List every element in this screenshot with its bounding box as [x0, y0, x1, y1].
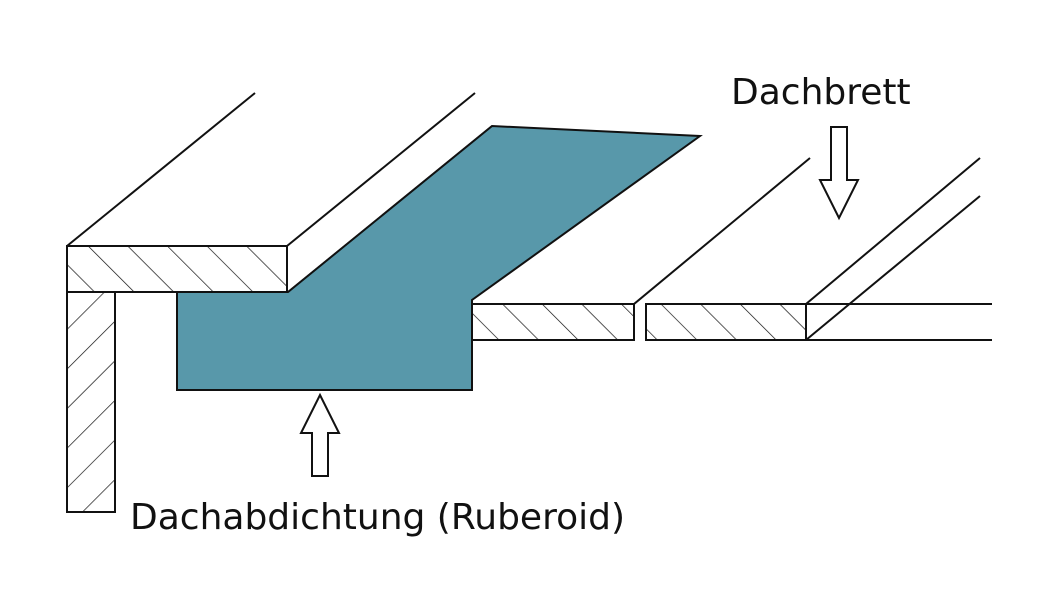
top-board-section: [66, 245, 288, 293]
board-strip-middle: [471, 157, 811, 341]
board-strip-right: [645, 157, 992, 341]
fascia-board: [66, 291, 116, 513]
roof-sealing-label: Dachabdichtung (Ruberoid): [130, 497, 625, 538]
board-strip-middle-section: [471, 303, 635, 341]
top-board: [66, 92, 476, 293]
roof-board-label: Dachbrett: [731, 72, 911, 113]
roof-sealing-shape: [176, 124, 703, 391]
down-arrow-icon: [818, 126, 860, 221]
board-strip-right-section: [645, 303, 807, 341]
fascia-board-section: [66, 291, 116, 513]
up-arrow-icon: [299, 392, 341, 477]
